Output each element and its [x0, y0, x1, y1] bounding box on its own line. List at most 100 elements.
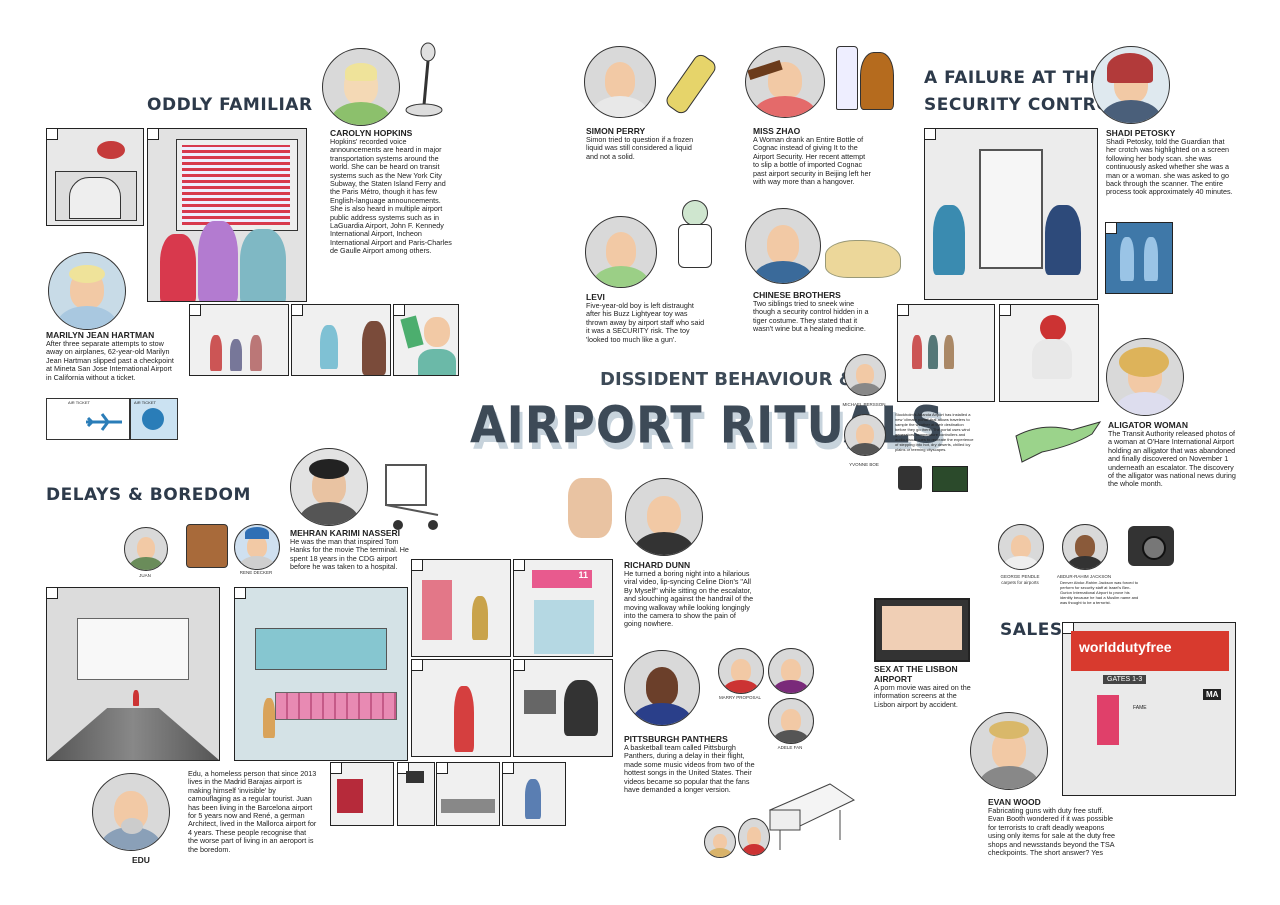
- abdur-portrait: [1062, 524, 1108, 570]
- chinese-brothers-portrait: [745, 208, 821, 284]
- swim-shorts-icon: [932, 466, 968, 492]
- panel-departures-board: [147, 128, 307, 302]
- mehran-portrait: [290, 448, 368, 526]
- chinese-name: CHINESE BROTHERS: [753, 290, 841, 300]
- richard-portrait: [625, 478, 703, 556]
- section-failure-line1: A FAILURE AT THE: [924, 68, 1102, 88]
- evan-story: EVAN WOOD Fabricating guns with duty fre…: [988, 797, 1118, 857]
- toy-figure-icon: [672, 200, 718, 268]
- alligator-icon: [1015, 421, 1102, 463]
- edu-portrait: [92, 773, 170, 851]
- section-oddly-familiar: ODDLY FAMILIAR: [147, 95, 313, 115]
- evan-name: EVAN WOOD: [988, 797, 1041, 807]
- levi-portrait: [585, 216, 657, 288]
- george-subcaption: carpets for airports: [1001, 580, 1039, 585]
- edu-name-block: EDU: [132, 855, 162, 865]
- zhao-text: A Woman drank an Entire Bottle of Cognac…: [753, 135, 871, 187]
- section-sales: SALES: [1000, 620, 1063, 640]
- alligator-story: ALIGATOR WOMAN The Transit Authority rel…: [1108, 420, 1238, 489]
- panel-waiting-seats: [234, 587, 408, 761]
- panel-scanner-screen: [1105, 222, 1173, 294]
- luggage-cart-icon: [385, 464, 439, 530]
- pittsburgh-portrait: [624, 650, 700, 726]
- levi-text: Five-year-old boy is left distraught aft…: [586, 301, 705, 344]
- ticket-label-left: AIR TICKET: [68, 400, 90, 405]
- lisbon-text: A porn movie was aired on the informatio…: [874, 683, 971, 709]
- mehran-name: MEHRAN KARIMI NASSERI: [290, 528, 401, 538]
- suitcase-icon: [186, 524, 228, 568]
- panel-checkin-desk: [291, 304, 391, 376]
- panel-moving-walkway: [46, 587, 220, 761]
- rene-caption: RENE DECKER: [239, 570, 273, 575]
- airplane-icon: [86, 413, 122, 431]
- panel-checkin-line: [189, 304, 289, 376]
- cognac-bottle-icon: [860, 52, 894, 110]
- panel-queue: [897, 304, 995, 402]
- lisbon-story: SEX AT THE LISBON AIRPORT A porn movie w…: [874, 664, 974, 709]
- ma-sign: MA: [1203, 689, 1222, 700]
- edu-story: Edu, a homeless person that since 2013 l…: [188, 769, 318, 854]
- simon-story: SIMON PERRY Simon tried to question if a…: [586, 126, 702, 161]
- carolyn-portrait: [322, 48, 400, 126]
- pittsburgh-story: PITTSBURGH PANTHERS A basketball team ca…: [624, 734, 758, 794]
- camera-icon: [1128, 526, 1174, 566]
- singer-icon: [568, 478, 612, 538]
- bottle-icon: [663, 51, 719, 117]
- levi-name: LEVI: [586, 292, 605, 302]
- juan-portrait: [124, 527, 168, 571]
- shadi-name: SHADI PETOSKY: [1106, 128, 1176, 138]
- pittsburgh-text: A basketball team called Pittsburgh Pant…: [624, 743, 755, 795]
- chinese-text: Two siblings tried to sneek wine though …: [753, 299, 869, 334]
- marry-caption: MARRY PROPOSAL: [718, 695, 762, 700]
- panel-boarding-door: [411, 659, 511, 757]
- panel-gate-counter: [411, 559, 511, 657]
- section-failure-line2: SECURITY CONTROL: [924, 95, 1123, 115]
- marilyn-story: MARILYN JEAN HARTMAN After three separat…: [46, 330, 174, 382]
- george-caption: GEORGE PENDLE: [1000, 574, 1040, 579]
- panel-trays: [999, 304, 1099, 402]
- mehran-text: He was the man that inspired Tom Hanks f…: [290, 537, 409, 572]
- shadi-story: SHADI PETOSKY Shadi Petosky, told the Gu…: [1106, 128, 1236, 197]
- carolyn-story: CAROLYN HOPKINS Hopkins' recorded voice …: [330, 128, 455, 256]
- edu-name: EDU: [132, 855, 150, 865]
- simon-portrait: [584, 46, 656, 118]
- carolyn-name: CAROLYN HOPKINS: [330, 128, 413, 138]
- evan-portrait: [970, 712, 1048, 790]
- yvonne-caption: YVONNE BOE: [849, 462, 879, 467]
- mehran-story: MEHRAN KARIMI NASSERI He was the man tha…: [290, 528, 415, 572]
- marilyn-text: After three separate attempts to stow aw…: [46, 339, 174, 382]
- marilyn-name: MARILYN JEAN HARTMAN: [46, 330, 155, 340]
- zhao-name: MISS ZHAO: [753, 126, 801, 136]
- adele-portrait: [768, 698, 814, 744]
- fan-portrait-2: [738, 818, 770, 856]
- alligator-text: The Transit Authority released photos of…: [1108, 429, 1236, 489]
- gates-sign: GATES 1-3: [1103, 675, 1147, 684]
- panel-ticket-hold: [393, 304, 459, 376]
- shadi-text: Shadi Petosky, told the Guardian that he…: [1106, 137, 1233, 197]
- shorts-icon: [898, 466, 922, 490]
- panel-passport: [330, 762, 394, 826]
- stockholm-text: Stockholm's Arlanda Airport has installe…: [895, 412, 974, 452]
- zhao-story: MISS ZHAO A Woman drank an Entire Bottle…: [753, 126, 873, 186]
- abdur-story: Denver Abdur-Rahim Jackson was forced to…: [1060, 580, 1140, 605]
- boarding-pass: AIR TICKET AIR TICKET: [46, 398, 178, 440]
- gate-number-sign: 11: [532, 570, 592, 588]
- rene-portrait: [234, 524, 280, 570]
- shadi-portrait: [1092, 46, 1170, 124]
- stockholm-story: Stockholm's Arlanda Airport has installe…: [895, 412, 975, 452]
- panel-revolving-door: [46, 128, 144, 226]
- juan-caption: JUAN: [139, 573, 151, 578]
- panel-gate-sign: 11: [513, 559, 613, 657]
- duty-free-sign: worlddutyfree: [1079, 639, 1172, 655]
- abdur-caption: ABDUR-RAHIM JACKSON: [1056, 574, 1112, 579]
- tiger-costume-icon: [825, 240, 901, 278]
- panel-traveller: [502, 762, 566, 826]
- richard-name: RICHARD DUNN: [624, 560, 691, 570]
- zhao-portrait: [745, 46, 825, 118]
- marilyn-portrait: [48, 252, 126, 330]
- lisbon-name: SEX AT THE LISBON AIRPORT: [874, 664, 958, 684]
- piano-icon: [768, 783, 856, 850]
- simon-name: SIMON PERRY: [586, 126, 646, 136]
- simon-text: Simon tried to question if a frozen liqu…: [586, 135, 694, 161]
- evan-text: Fabricating guns with duty free stuff. E…: [988, 806, 1116, 858]
